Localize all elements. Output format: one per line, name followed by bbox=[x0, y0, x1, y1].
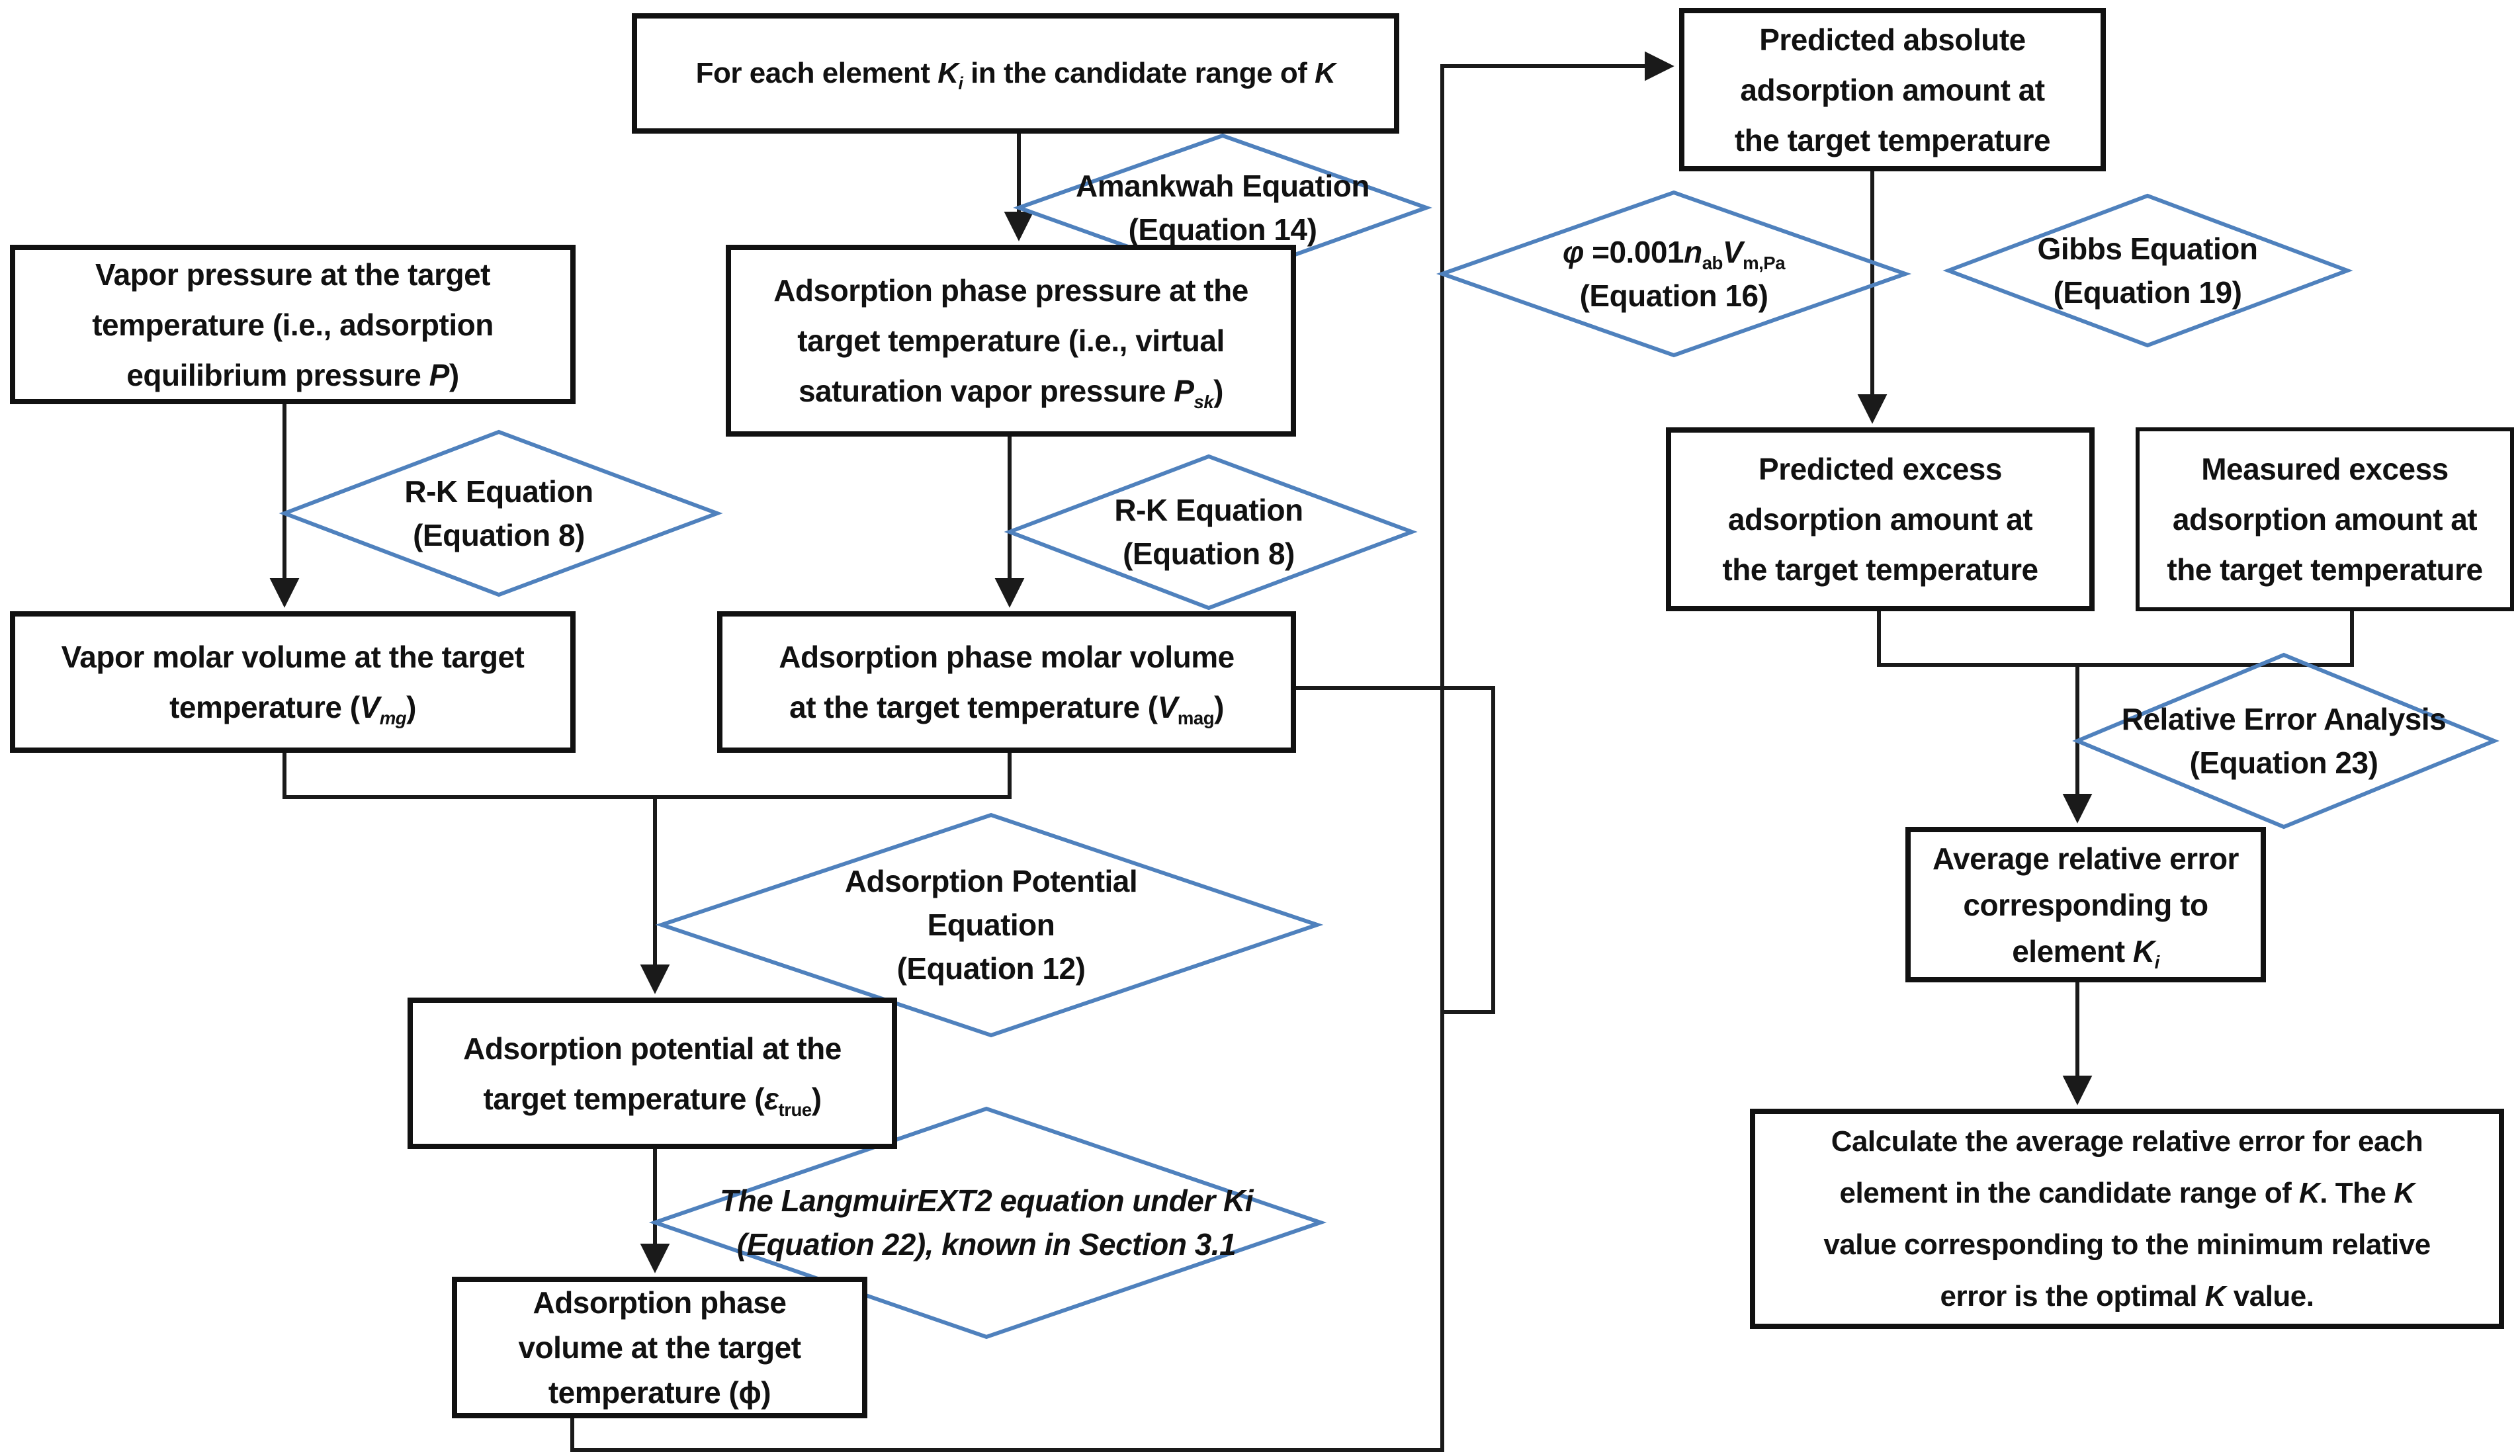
langmuirext2-equation-label: The LangmuirEXT2 equation under Ki(Equat… bbox=[720, 1183, 1253, 1262]
connector-molar-merge bbox=[282, 753, 1012, 799]
gibbs-equation-diamond bbox=[1942, 193, 2353, 348]
node-for-each-k: For each element Ki in the candidate ran… bbox=[632, 13, 1399, 134]
rk-equation-middle-label: R-K Equation(Equation 8) bbox=[1114, 493, 1303, 571]
connector-excess-merge bbox=[1877, 611, 2354, 667]
rk-equation-left-diamond bbox=[279, 429, 723, 597]
phi-equation-16-diamond bbox=[1436, 190, 1912, 358]
relative-error-analysis-diamond bbox=[2072, 652, 2499, 830]
connector-phasevolume-riser-to-absolute bbox=[570, 51, 1674, 1452]
rk-equation-left-label: R-K Equation(Equation 8) bbox=[404, 474, 593, 552]
node-calculate-optimal-k-label: Calculate the average relative error for… bbox=[1823, 1125, 2431, 1312]
amankwah-equation-label: Amankwah Equation(Equation 14) bbox=[1076, 169, 1369, 247]
rk-equation-middle-diamond bbox=[1004, 454, 1418, 611]
node-for-each-k-label: For each element Ki in the candidate ran… bbox=[695, 57, 1336, 93]
gibbs-equation-label: Gibbs Equation(Equation 19) bbox=[2037, 232, 2258, 310]
node-calculate-optimal-k: Calculate the average relative error for… bbox=[1750, 1109, 2504, 1329]
phi-equation-16-label: φ =0.001nabVm,Pa(Equation 16) bbox=[1562, 235, 1786, 313]
relative-error-analysis-label: Relative Error Analysis(Equation 23) bbox=[2121, 702, 2447, 780]
connector-phasemolar-to-riser bbox=[1296, 686, 1495, 1014]
